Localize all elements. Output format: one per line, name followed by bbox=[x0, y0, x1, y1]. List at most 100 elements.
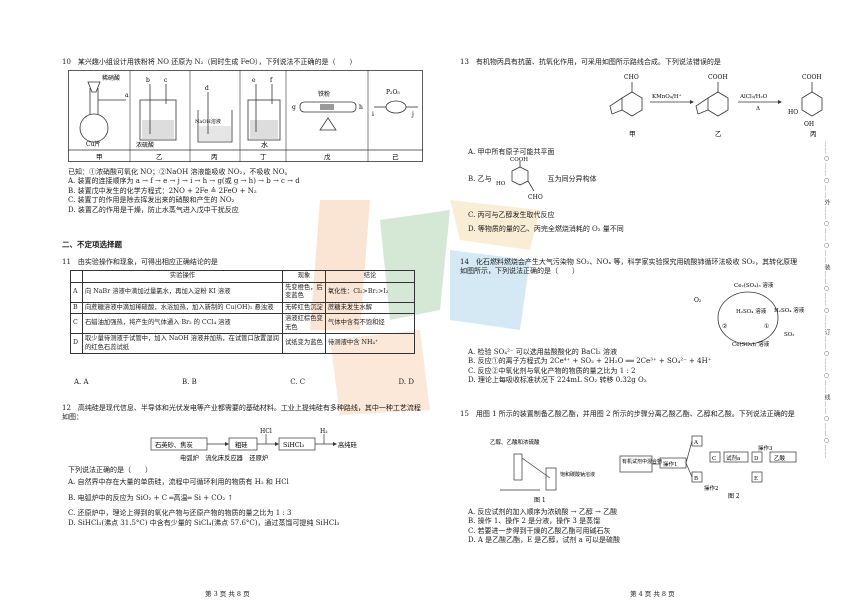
question-13-option-a: A. 甲中所有原子可能共平面 bbox=[468, 148, 555, 156]
question-11-stem: 11 由实验操作和现象，可得出相应正确结论的是 bbox=[62, 258, 218, 266]
fig2-step-op2: 操作2 bbox=[704, 484, 719, 492]
caption-ding: 丁 bbox=[260, 153, 267, 161]
question-14-cycle: Ce₂(SO₄)₃ 溶液 H₂SO₄ 溶液 Ce(SO₄)₂ 溶液 O₂ H₂S… bbox=[692, 280, 805, 359]
question-10-apparatus: 稀硝酸 Cu片 a b c 浓硫酸 d NaOH溶液 e f 水 bbox=[68, 70, 423, 165]
group-oh: OH bbox=[804, 121, 814, 128]
process-flow-diagram: 石英砂、焦炭 粗硅 HCl SiHCl₃ H₂ 高纯硅 电弧炉 流化床反应器 还… bbox=[150, 428, 358, 462]
label-iron-powder: 铁粉 bbox=[318, 90, 330, 98]
question-14-stem: 14 化石燃料燃烧会产生大气污染物 SO₂、NOₓ 等，科学家实验探究用硫酸铈循… bbox=[460, 258, 798, 276]
group-cooh: COOH bbox=[510, 157, 528, 163]
fig2-box-acetic: 乙酸 bbox=[774, 454, 786, 462]
page-footer-right: 第 4 页 共 8 页 bbox=[630, 590, 675, 599]
fig2-box-e: E bbox=[754, 476, 758, 482]
page-footer-left: 第 3 页 共 8 页 bbox=[205, 590, 250, 599]
fig2-box-d: D bbox=[754, 456, 759, 462]
table-cell: 无砖红色沉淀 bbox=[282, 301, 326, 314]
table-cell: 气体中含有不饱和烃 bbox=[325, 313, 415, 334]
caption-jia: 甲 bbox=[629, 130, 636, 138]
table-cell: 石蜡油加强热，将产生的气体通入 Br₂ 的 CCl₄ 溶液 bbox=[82, 313, 283, 334]
question-14-option-a: A. 检验 SO₄²⁻ 可以选用盐酸酸化的 BaCl₂ 溶液 bbox=[468, 348, 617, 356]
label-naoh: NaOH溶液 bbox=[195, 118, 221, 125]
binding-margin: ……○……○……外……○……○……装……○……○……订……○……○……线……○…… bbox=[823, 141, 830, 459]
cycle-step-2: ② bbox=[722, 323, 727, 330]
fig2-box-mixture: 有机试剂中混合物 bbox=[622, 458, 662, 465]
question-15-body: A. 反应试剂的加入顺序为浓硫酸 → 乙醇 → 乙酸 B. 操作 1、操作 2 … bbox=[468, 508, 808, 546]
cycle-so2: SO₂ bbox=[784, 332, 794, 338]
fig2-box-a: A bbox=[693, 440, 699, 446]
letter-g: g bbox=[292, 104, 296, 111]
experiment-table: 实验操作 现象 结论 A 向 NaBr 溶液中滴加过量氯水，再加入淀粉 KI 溶… bbox=[70, 270, 415, 354]
letter-f: f bbox=[270, 77, 273, 84]
question-15-option-d: D. A 是乙酸乙酯，E 是乙醇，试剂 a 可以是硫酸 bbox=[468, 536, 621, 545]
cycle-h2so4-inner: H₂SO₄ 溶液 bbox=[736, 307, 767, 315]
fig2-step: 操作1 bbox=[663, 460, 678, 468]
table-row: B 向蔗糖溶液中滴加稀硫酸，水浴加热，加入新制的 Cu(OH)₂ 悬浊液 无砖红… bbox=[70, 301, 415, 314]
question-14-option-d: D. 理论上每吸收标准状况下 224mL SO₂ 转移 0.32g O₂ bbox=[468, 376, 647, 385]
question-13-stem: 13 有机物丙具有抗菌、抗氧化作用，可采用如图所示路线合成。下列说法错误的是 bbox=[460, 58, 721, 66]
cycle-ce4: Ce(SO₄)₂ 溶液 bbox=[732, 340, 770, 348]
table-header: 实验操作 bbox=[82, 270, 283, 283]
fig1-label-na2co3: 饱和碳酸钠溶液 bbox=[560, 471, 595, 478]
group-cho: CHO bbox=[624, 74, 639, 81]
fig2-step-op3: 操作3 bbox=[758, 444, 773, 452]
question-13-scheme: CHO 甲 KMnO₄/H⁺ COOH 乙 AlCl₃/H₂O Δ COOH O… bbox=[600, 68, 840, 149]
question-12-option-b: B. 电弧炉中的反应为 SiO₂ + C ═高温═ Si + CO₂ ↑ bbox=[68, 493, 234, 502]
question-15-stem: 15 用图 1 所示的装置制备乙酸乙酯，并用图 2 所示的步骤分离乙酸乙酯、乙醇… bbox=[460, 410, 795, 418]
table-cell: 氧化性：Cl₂>Br₂>I₂ bbox=[325, 281, 415, 303]
table-cell: D bbox=[70, 333, 83, 354]
table-cell: 向 NaBr 溶液中滴加过量氯水，再加入淀粉 KI 溶液 bbox=[82, 281, 283, 303]
caption-ji: 己 bbox=[392, 153, 399, 161]
flow-units: 电弧炉 流化床反应器 还原炉 bbox=[180, 453, 268, 462]
question-12-body: 下列说法正确的是（ ） A. 自然界中存在大量的单质硅，流程中可循环利用的物质有… bbox=[68, 466, 433, 528]
group-ho: HO bbox=[788, 109, 798, 116]
table-row: D 取少量待测液于试管中，加入 NaOH 溶液并加热，在试管口放置湿润的红色石蕊… bbox=[70, 333, 415, 354]
table-cell: B bbox=[70, 301, 83, 314]
question-14: 14 化石燃料燃烧会产生大气污染物 SO₂、NOₓ 等，科学家实验探究用硫酸铈循… bbox=[460, 258, 800, 277]
cycle-o2: O₂ bbox=[694, 297, 702, 304]
caption-fig1: 图 1 bbox=[534, 497, 546, 504]
label-water: 水 bbox=[261, 140, 268, 149]
cerium-cycle-diagram: Ce₂(SO₄)₃ 溶液 H₂SO₄ 溶液 Ce(SO₄)₂ 溶液 O₂ H₂S… bbox=[694, 281, 805, 348]
group-cooh: COOH bbox=[708, 74, 728, 81]
label-p2o5: P₂O₅ bbox=[386, 89, 400, 96]
question-10: 10 某兴趣小组设计用铁粉将 NO 还原为 N₂（同时生成 FeO），下列说法不… bbox=[62, 58, 422, 67]
question-10-option-a: A. 装置的连接顺序为 a → f → e → j → i → h → g(或 … bbox=[68, 177, 300, 186]
caption-wu: 戊 bbox=[324, 152, 331, 161]
flow-step: 粗硅 bbox=[235, 440, 248, 449]
label-cu: Cu片 bbox=[86, 140, 100, 148]
question-13-option-d: D. 等物质的量的乙、丙完全燃烧消耗的 O₂ 量不同 bbox=[468, 224, 624, 233]
question-13-option-b-pre: B. 乙与 bbox=[468, 174, 492, 183]
question-11-option-c: C. C bbox=[290, 378, 306, 386]
table-header: 现象 bbox=[282, 270, 326, 283]
question-10-option-b: B. 装置戊中发生的化学方程式：2NO + 2Fe ≜ 2FeO + N₂ bbox=[68, 186, 257, 195]
letter-d: d bbox=[205, 85, 209, 92]
ester-apparatus-and-flow: 乙醇、乙酸和浓硫酸 饱和碳酸钠溶液 图 1 有机试剂中混合物 操作1 A B 操… bbox=[490, 435, 797, 504]
flow-step: 石英砂、焦炭 bbox=[155, 440, 193, 449]
flow-reagent-h2: H₂ bbox=[320, 428, 328, 435]
table-cell: 蔗糖未发生水解 bbox=[325, 301, 415, 314]
question-10-stem: 10 某兴趣小组设计用铁粉将 NO 还原为 N₂（同时生成 FeO），下列说法不… bbox=[62, 58, 357, 66]
question-11-options: A. A B. B C. C D. D bbox=[74, 378, 414, 387]
reagent-heat: Δ bbox=[756, 106, 760, 112]
synthesis-route-diagram: CHO 甲 KMnO₄/H⁺ COOH 乙 AlCl₃/H₂O Δ COOH O… bbox=[609, 74, 823, 138]
question-13: 13 有机物丙具有抗菌、抗氧化作用，可采用如图所示路线合成。下列说法错误的是 bbox=[460, 58, 800, 67]
letter-i: i bbox=[372, 111, 374, 118]
letter-a: a bbox=[125, 92, 129, 99]
caption-yi: 乙 bbox=[715, 130, 722, 138]
question-10-option-c: C. 装置丁的作用是除去挥发出来的硝酸和产生的 NO₂ bbox=[68, 196, 235, 205]
letter-j: j bbox=[411, 111, 414, 118]
table-cell: 先变橙色，后变蓝色 bbox=[282, 281, 326, 303]
cycle-step-1: ① bbox=[764, 323, 769, 330]
table-row: C 石蜡油加强热，将产生的气体通入 Br₂ 的 CCl₄ 溶液 溶液红棕色变无色… bbox=[70, 313, 415, 334]
table-header: 结论 bbox=[325, 270, 415, 283]
question-15-option-a: A. 反应试剂的加入顺序为浓硫酸 → 乙醇 → 乙酸 bbox=[468, 508, 618, 516]
table-cell: A bbox=[70, 281, 83, 303]
question-11-option-a: A. A bbox=[74, 378, 89, 386]
caption-jia: 甲 bbox=[96, 153, 103, 161]
question-13-option-c: C. 丙可与乙醇发生取代反应 bbox=[468, 211, 555, 220]
page-right: 13 有机物丙具有抗菌、抗氧化作用，可采用如图所示路线合成。下列说法错误的是 C… bbox=[430, 0, 860, 609]
question-10-option-d: D. 装置乙的作用是干燥，防止水蒸气进入戊中干扰反应 bbox=[68, 205, 239, 214]
cycle-ce2: Ce₂(SO₄)₃ 溶液 bbox=[734, 281, 774, 289]
question-12-option-a: A. 自然界中存在大量的单质硅，流程中可循环利用的物质有 H₂ 和 HCl bbox=[68, 478, 289, 487]
flow-step: SiHCl₃ bbox=[283, 442, 305, 449]
